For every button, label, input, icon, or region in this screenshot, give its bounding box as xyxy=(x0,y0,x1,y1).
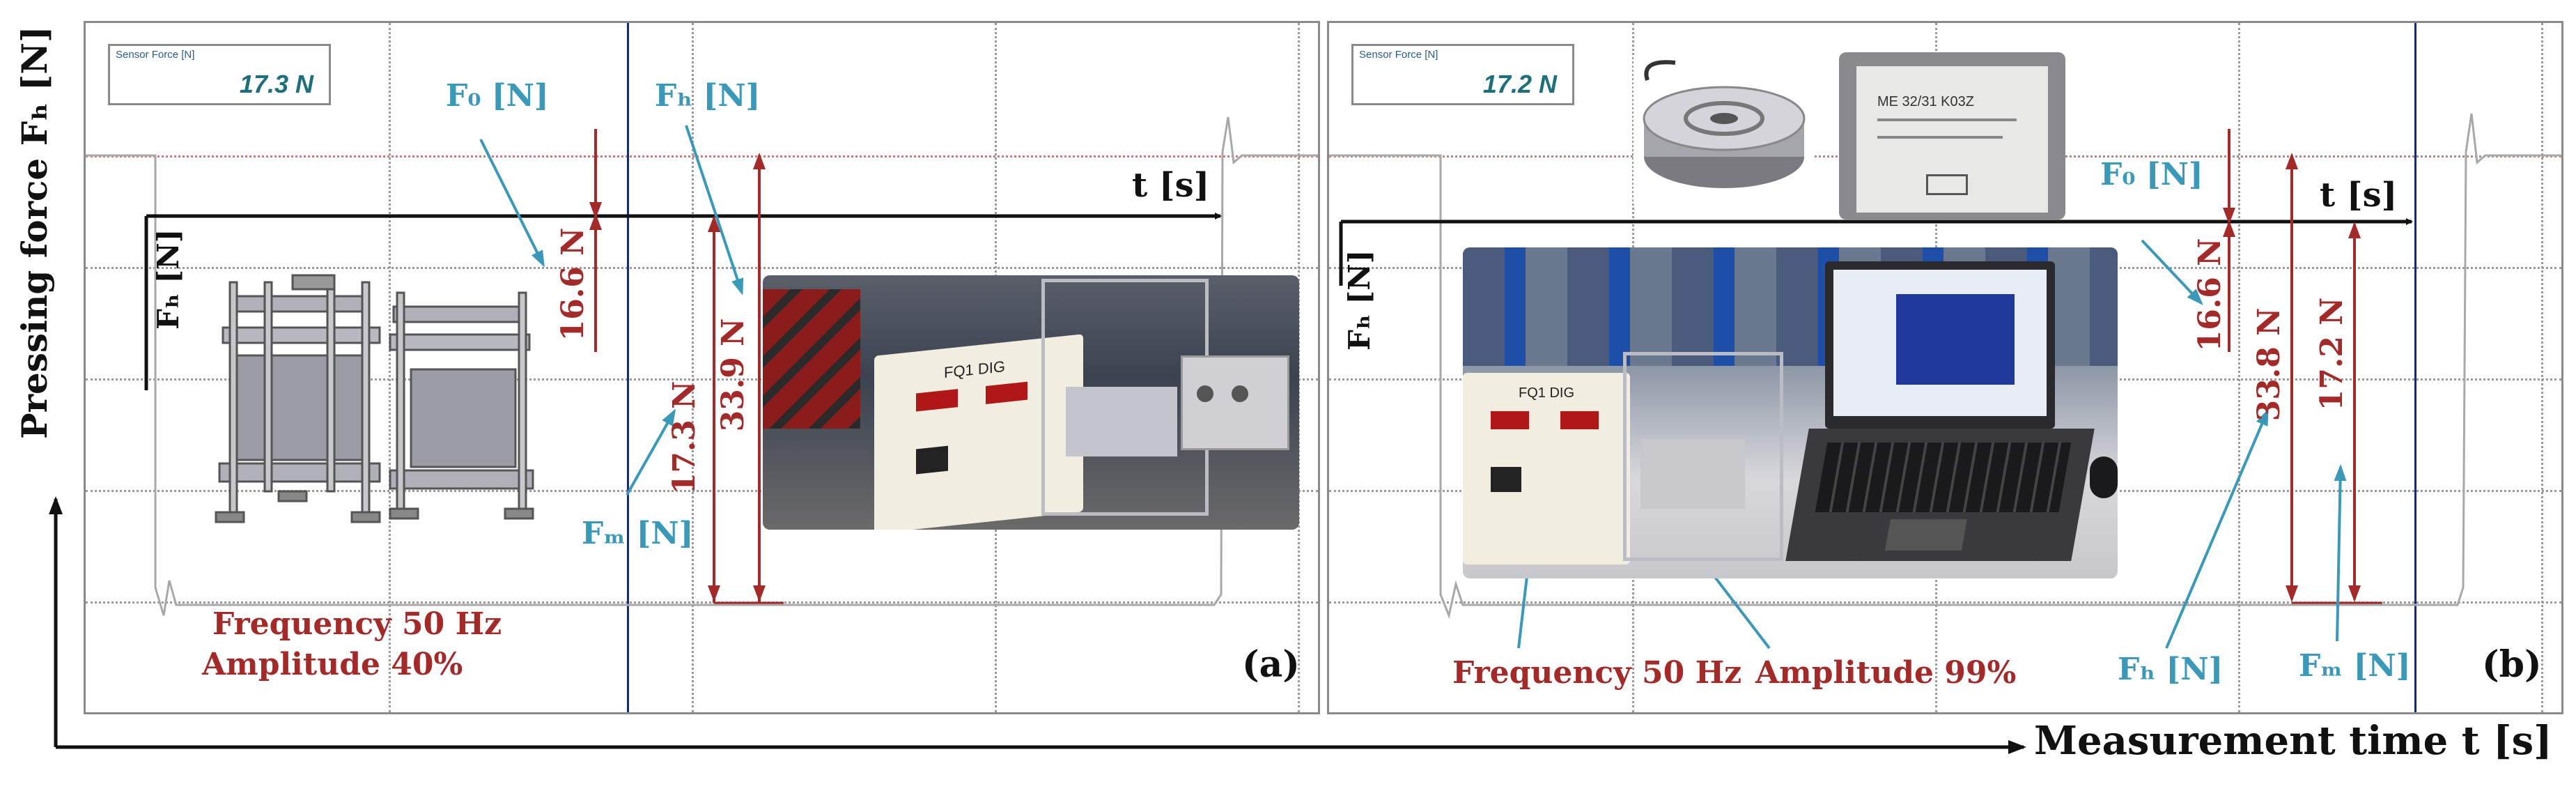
laptop-keyboard xyxy=(1785,429,2095,561)
panel-a-amplitude: Amplitude 40% xyxy=(202,647,463,682)
panel-b-f0-value: 16.6 N xyxy=(2192,238,2228,352)
sensor-force-label: Sensor Force [N] xyxy=(116,49,195,61)
panel-b-fh-label: Fₕ [N] xyxy=(2118,652,2224,687)
panel-a-t-label: t [s] xyxy=(1132,166,1210,205)
panel-b-f0-label: F₀ [N] xyxy=(2100,157,2203,192)
panel-a-f0-label: F₀ [N] xyxy=(446,78,549,114)
cursor-line xyxy=(627,23,629,712)
transformer-nameplate-photo: ME 32/31 K03Z xyxy=(1839,52,2065,220)
panel-b-t-label: t [s] xyxy=(2320,176,2398,215)
sensor-force-value: 17.3 N xyxy=(239,70,313,98)
laptop-screen xyxy=(1825,261,2055,429)
sensor-force-display: Sensor Force [N] 17.2 N xyxy=(1351,44,1574,105)
sensor-force-display: Sensor Force [N] 17.3 N xyxy=(108,44,331,105)
force-trace-a xyxy=(86,116,1318,616)
panel-a-fh-label: Fₕ [N] xyxy=(655,78,761,114)
panel-b-amplitude: Amplitude 99% xyxy=(1755,655,2017,691)
panel-a-tag: (a) xyxy=(1242,643,1300,686)
frame-rig xyxy=(1623,352,1783,561)
panel-b-fm-label: Fₘ [N] xyxy=(2299,648,2411,684)
sensor-force-value: 17.2 N xyxy=(1482,70,1557,98)
controller-test-rig-photo: FQ1 DIG xyxy=(763,275,1299,530)
x-axis-label: Measurement time t [s] xyxy=(2034,718,2552,764)
controller-box: FQ1 DIG xyxy=(1463,373,1630,565)
load-cell-photo xyxy=(1634,52,1815,209)
panel-b-fh-value: 33.8 N xyxy=(2251,307,2287,422)
connector-box xyxy=(1181,355,1289,450)
lab-setup-photo: FQ1 DIG xyxy=(1463,247,2118,578)
frame-rig xyxy=(1041,279,1209,516)
panel-b-frequency: Frequency 50 Hz xyxy=(1452,655,1742,691)
panel-b-fh-axis-label: Fₕ [N] xyxy=(1342,249,1376,351)
computer-mouse xyxy=(2090,456,2118,498)
force-trace-b xyxy=(1329,113,2561,620)
panel-a-frequency: Frequency 50 Hz xyxy=(212,606,502,642)
cursor-line xyxy=(2414,23,2416,712)
nameplate-text: ME 32/31 K03Z xyxy=(1877,94,1974,109)
device-title: FQ1 DIG xyxy=(1519,385,1575,401)
sensor-force-label: Sensor Force [N] xyxy=(1359,49,1438,61)
panel-b-fm-value: 17.2 N xyxy=(2314,297,2350,411)
panel-a-fm-label: Fₘ [N] xyxy=(582,516,694,551)
panel-b-tag: (b) xyxy=(2482,643,2542,686)
